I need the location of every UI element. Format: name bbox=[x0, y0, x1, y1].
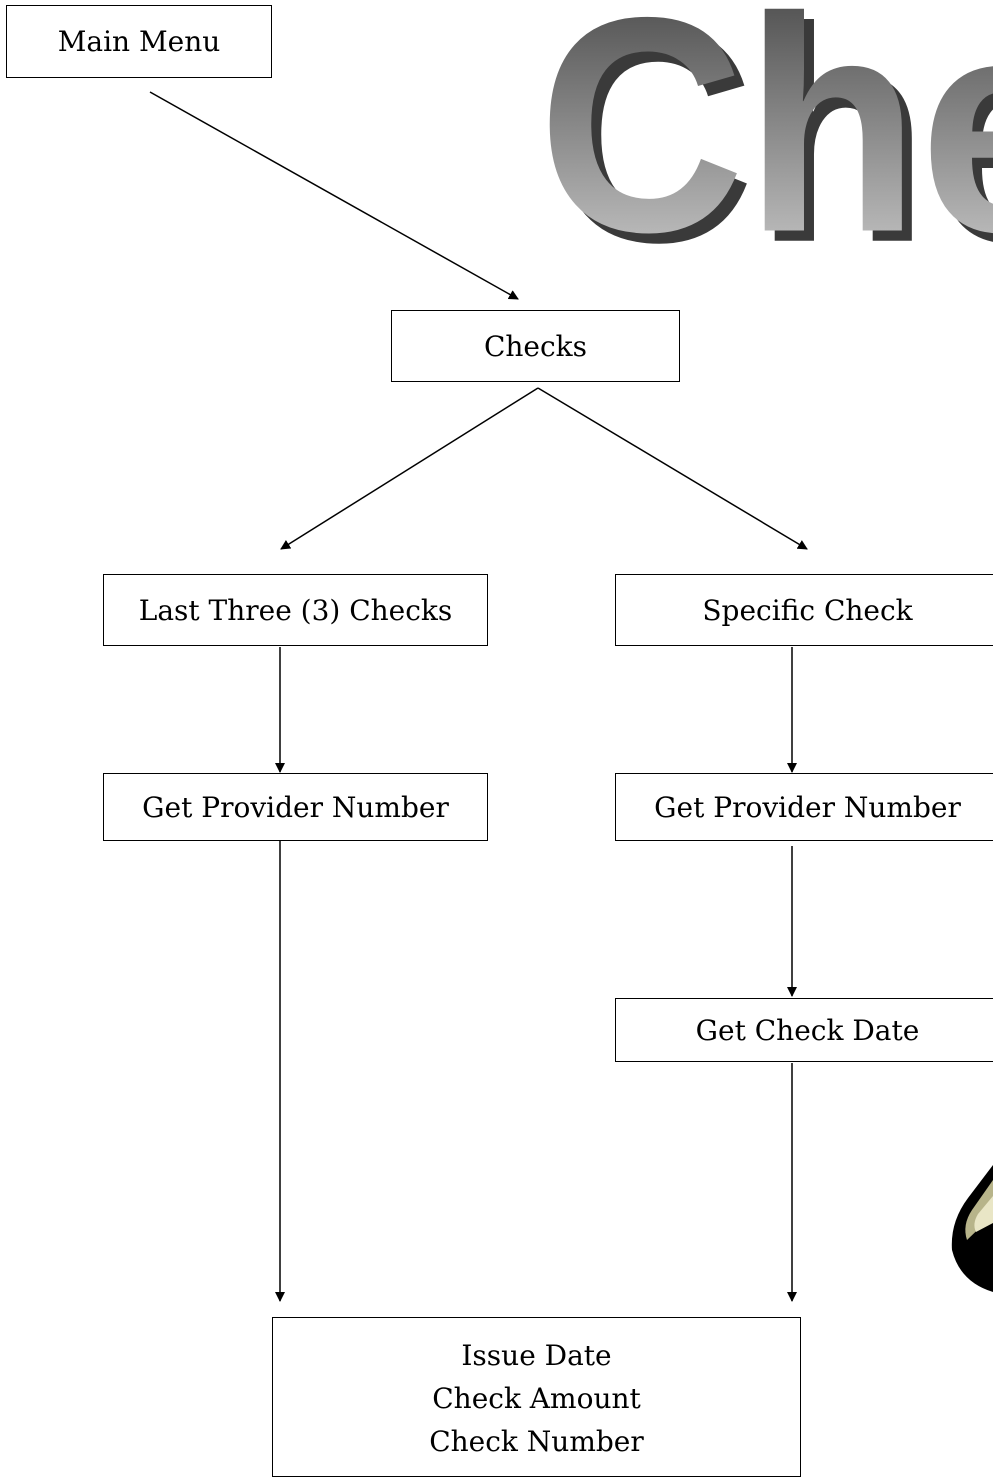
result-line-issue-date: Issue Date bbox=[461, 1339, 612, 1372]
node-specific-check-label: Specific Check bbox=[702, 593, 913, 627]
title-wordart-text: Chec bbox=[538, 0, 993, 260]
node-last-three-checks: Last Three (3) Checks bbox=[103, 574, 488, 646]
node-main-menu-label: Main Menu bbox=[57, 25, 221, 58]
node-get-check-date: Get Check Date bbox=[615, 998, 993, 1062]
node-specific-check: Specific Check bbox=[615, 574, 993, 646]
edge-checks-to-specific-check bbox=[537, 387, 808, 550]
edge-main-menu-to-checks bbox=[149, 91, 519, 300]
node-left-get-provider-number-label: Get Provider Number bbox=[142, 790, 449, 824]
title-wordart-shadow: Chec bbox=[548, 0, 993, 260]
node-main-menu: Main Menu bbox=[6, 5, 272, 78]
result-line-check-number: Check Number bbox=[429, 1425, 644, 1458]
result-line-check-amount: Check Amount bbox=[432, 1382, 641, 1415]
node-check-result: Issue Date Check Amount Check Number bbox=[272, 1317, 801, 1477]
node-checks: Checks bbox=[391, 310, 680, 382]
node-last-three-checks-label: Last Three (3) Checks bbox=[138, 593, 453, 627]
node-checks-label: Checks bbox=[483, 329, 588, 363]
node-left-get-provider-number: Get Provider Number bbox=[103, 773, 488, 841]
title-wordart: Chec Chec bbox=[538, 0, 993, 260]
node-right-get-provider-number: Get Provider Number bbox=[615, 773, 993, 841]
node-get-check-date-label: Get Check Date bbox=[695, 1013, 920, 1047]
edge-checks-to-last-three bbox=[280, 387, 539, 550]
node-right-get-provider-number-label: Get Provider Number bbox=[654, 790, 961, 824]
